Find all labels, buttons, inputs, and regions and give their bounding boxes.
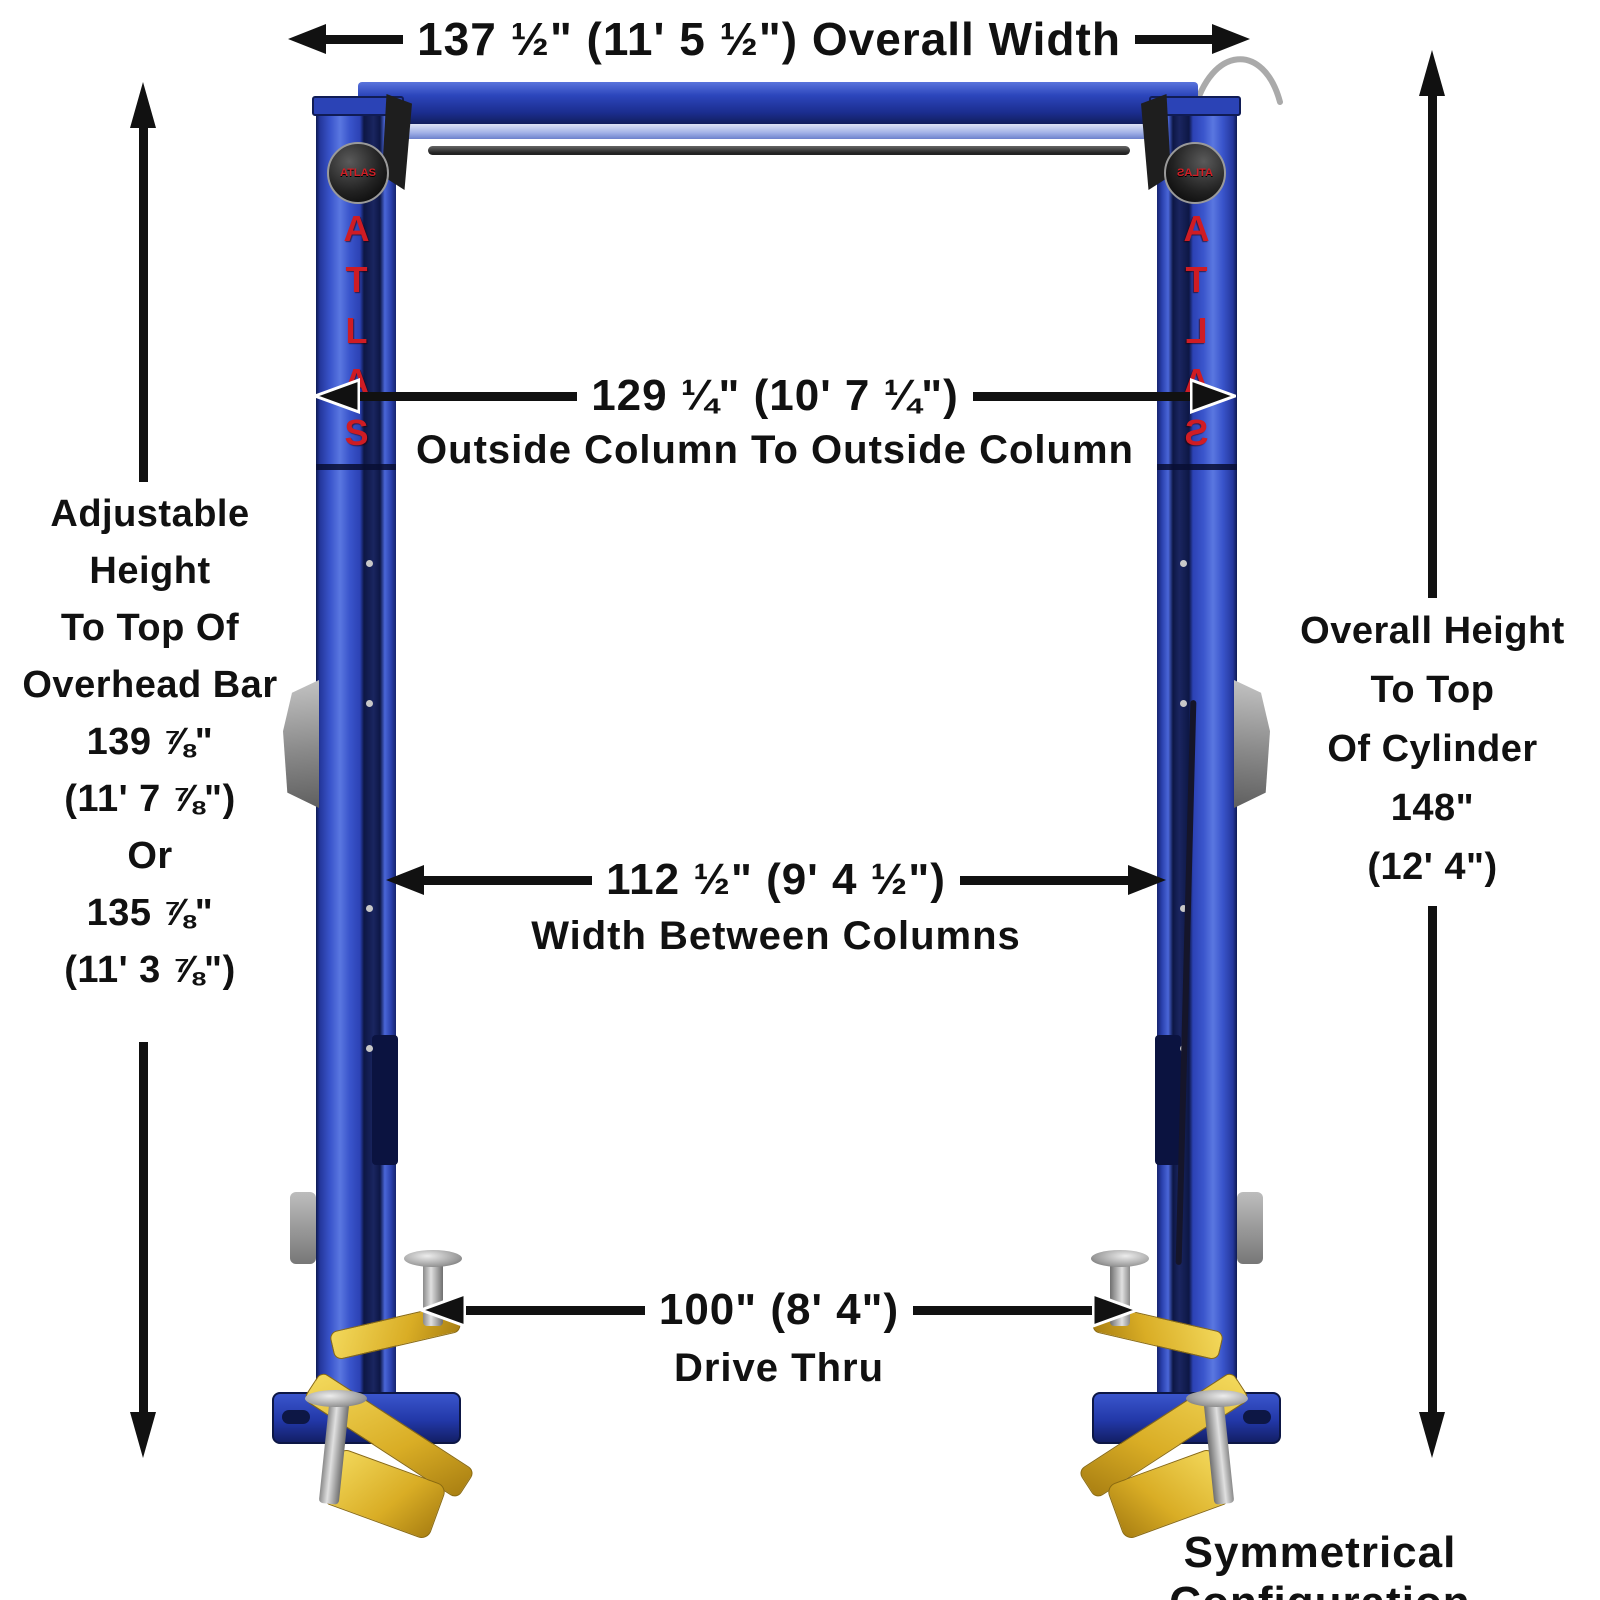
overhead-bar-flange — [396, 124, 1164, 139]
overhead-bar — [358, 82, 1198, 126]
carriage-bracket — [1155, 1035, 1181, 1165]
dimension-line — [139, 124, 148, 482]
dimension-line — [360, 391, 578, 401]
bolt-dot — [366, 1045, 373, 1052]
power-cable — [1191, 56, 1283, 115]
overall-width-text: 137 ½" (11' 5 ½") Overall Width — [417, 13, 1121, 65]
outside-columns-dimension: 129 ¼" (10' 7 ¼") — [314, 371, 1237, 420]
arrowhead-up — [1419, 50, 1445, 96]
arrowhead-left — [288, 24, 326, 54]
column-joint — [316, 464, 396, 470]
arrowhead-down — [130, 1412, 156, 1458]
between-columns-dimension: 112 ½" (9' 4 ½") — [386, 855, 1166, 904]
left-column: ATLAS ATLAS — [283, 94, 412, 1426]
bolt-dot — [366, 905, 373, 912]
drive-thru-dimension: 100" (8' 4") — [420, 1285, 1139, 1334]
adapter-pad — [1186, 1390, 1248, 1407]
symmetrical-configuration-caption: Symmetrical Configuration — [1169, 1528, 1469, 1600]
arrowhead-right — [1212, 24, 1250, 54]
dimension-line — [1428, 906, 1437, 1414]
dimension-line — [959, 875, 1128, 885]
dimension-line — [913, 1305, 1093, 1315]
drive-thru-label: Drive Thru — [673, 1346, 885, 1390]
adapter-pad — [305, 1390, 367, 1407]
arrowhead-left — [314, 378, 360, 414]
base-slot — [1243, 1410, 1271, 1424]
right-column: ATLAS ATLAS — [1157, 104, 1237, 1426]
lower-guard-pad — [290, 1192, 316, 1264]
arrowhead-right — [1092, 1292, 1139, 1328]
base-slot — [282, 1410, 310, 1424]
between-columns-value: 112 ½" (9' 4 ½") — [606, 855, 946, 904]
arrowhead-up — [130, 82, 156, 128]
bolt-dot — [1180, 560, 1187, 567]
overhead-safety-bar — [428, 146, 1130, 155]
atlas-logo-badge: ATLAS — [327, 142, 389, 204]
left-base-assembly — [272, 1240, 572, 1570]
door-guard-pad — [1234, 680, 1270, 808]
bolt-dot — [1180, 700, 1187, 707]
overall-height-label: Overall Height To Top Of Cylinder 148" (… — [1300, 610, 1565, 888]
arrowhead-down — [1419, 1412, 1445, 1458]
dimension-line — [1428, 92, 1437, 598]
arrowhead-left — [386, 865, 424, 895]
atlas-brand-lettering: ATLAS — [336, 208, 377, 463]
dimension-line — [1134, 34, 1212, 44]
adapter-pad — [404, 1250, 462, 1267]
between-columns-label: Width Between Columns — [531, 914, 1021, 958]
dimension-line — [972, 391, 1191, 401]
outside-columns-value: 129 ¼" (10' 7 ¼") — [591, 371, 959, 420]
adjustable-height-label: Adjustable Height To Top Of Overhead Bar… — [22, 493, 278, 991]
arrowhead-right — [1190, 378, 1237, 414]
dimension-line — [466, 1305, 645, 1315]
dimension-line — [139, 1042, 148, 1414]
drive-thru-value: 100" (8' 4") — [658, 1285, 900, 1334]
adapter-pad — [1091, 1250, 1149, 1267]
dimension-line — [326, 34, 404, 44]
carriage-bracket — [372, 1035, 398, 1165]
arrowhead-right — [1128, 865, 1166, 895]
outside-columns-label: Outside Column To Outside Column — [416, 428, 1134, 472]
atlas-logo-badge: ATLAS — [1164, 142, 1226, 204]
dimension-line — [424, 875, 593, 885]
overall-width-dimension: 137 ½" (11' 5 ½") Overall Width — [288, 13, 1250, 65]
arrowhead-left — [420, 1292, 466, 1328]
bolt-dot — [366, 700, 373, 707]
bolt-dot — [366, 560, 373, 567]
